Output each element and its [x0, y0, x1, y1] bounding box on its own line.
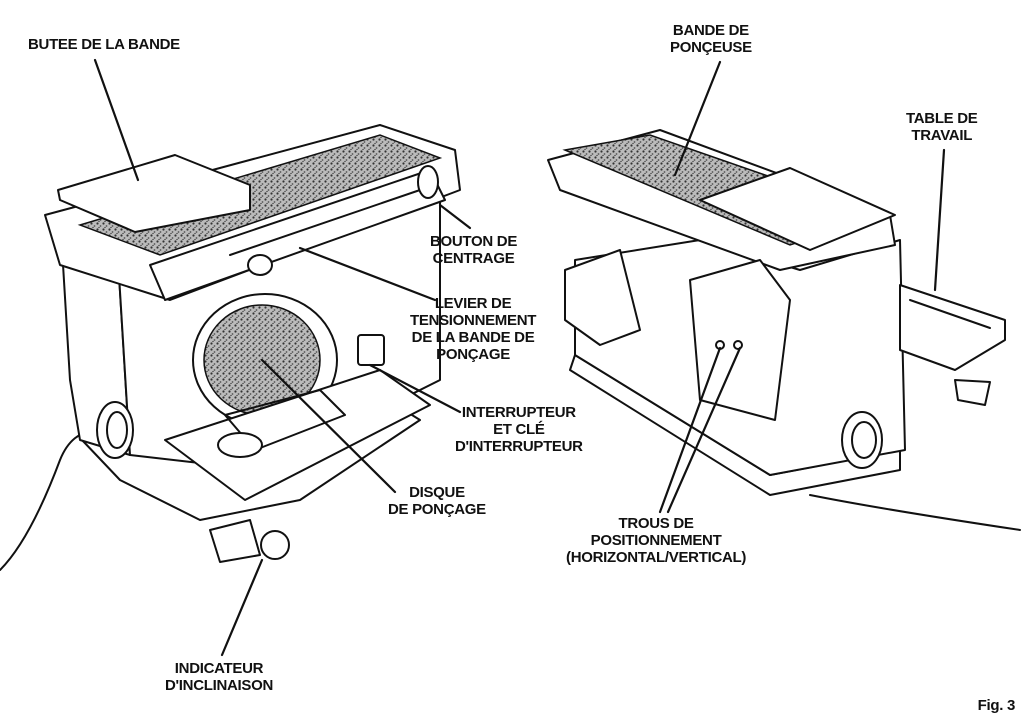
left-rail-line: [229, 189, 421, 256]
label-indicateur-d-inclinaison: INDICATEUR D'INCLINAISON: [165, 660, 273, 694]
leader-trous-1: [658, 346, 722, 514]
left-sander-illustration: [0, 124, 461, 571]
left-belt-rail: [149, 169, 446, 301]
leader-table: [933, 148, 946, 292]
label-bouton-de-centrage: BOUTON DE CENTRAGE: [430, 233, 518, 267]
label-levier-de-tensionnement: LEVIER DE TENSIONNEMENT DE LA BANDE DE P…: [410, 295, 537, 363]
work-table-edge: [909, 299, 991, 329]
belt-stop-plate: [57, 154, 251, 233]
tilt-knob[interactable]: [209, 519, 261, 563]
power-cord-left: [0, 429, 96, 571]
leader-interrupteur: [368, 363, 462, 414]
positioning-plate: [689, 259, 791, 421]
left-motor-cap-inner: [106, 411, 128, 449]
leader-bouton: [438, 203, 472, 230]
right-sander-illustration: [547, 129, 1021, 531]
power-switch[interactable]: [357, 334, 385, 366]
leader-disque: [260, 358, 397, 494]
positioning-hole-2: [733, 340, 743, 350]
leader-levier: [298, 246, 437, 302]
label-table-de-travail: TABLE DE TRAVAIL: [906, 110, 978, 144]
label-butee-de-la-bande: BUTEE DE LA BANDE: [28, 36, 180, 53]
label-interrupteur: INTERRUPTEUR ET CLÉ D'INTERRUPTEUR: [455, 404, 583, 455]
leader-lines: [93, 58, 946, 657]
right-table-top: [699, 167, 896, 251]
leader-butee: [93, 58, 140, 182]
leader-indicateur: [220, 558, 264, 657]
tilt-knob-hub: [260, 530, 290, 560]
figure-caption: Fig. 3: [977, 697, 1016, 714]
leader-trous-2: [666, 346, 742, 514]
table-lock-knob[interactable]: [954, 379, 991, 406]
leader-bande: [673, 60, 722, 177]
label-disque-de-poncage: DISQUE DE PONÇAGE: [388, 484, 486, 518]
right-motor-cap-inner: [851, 421, 877, 459]
tilt-scale: [217, 432, 263, 458]
power-cord-right: [809, 494, 1021, 531]
label-bande-de-ponceuse: BANDE DE PONÇEUSE: [670, 22, 752, 56]
centering-knob[interactable]: [417, 165, 439, 199]
label-trous-de-positionnement: TROUS DE POSITIONNEMENT (HORIZONTAL/VERT…: [566, 515, 747, 566]
right-disc-guard: [564, 249, 641, 346]
tension-lever[interactable]: [247, 254, 273, 276]
